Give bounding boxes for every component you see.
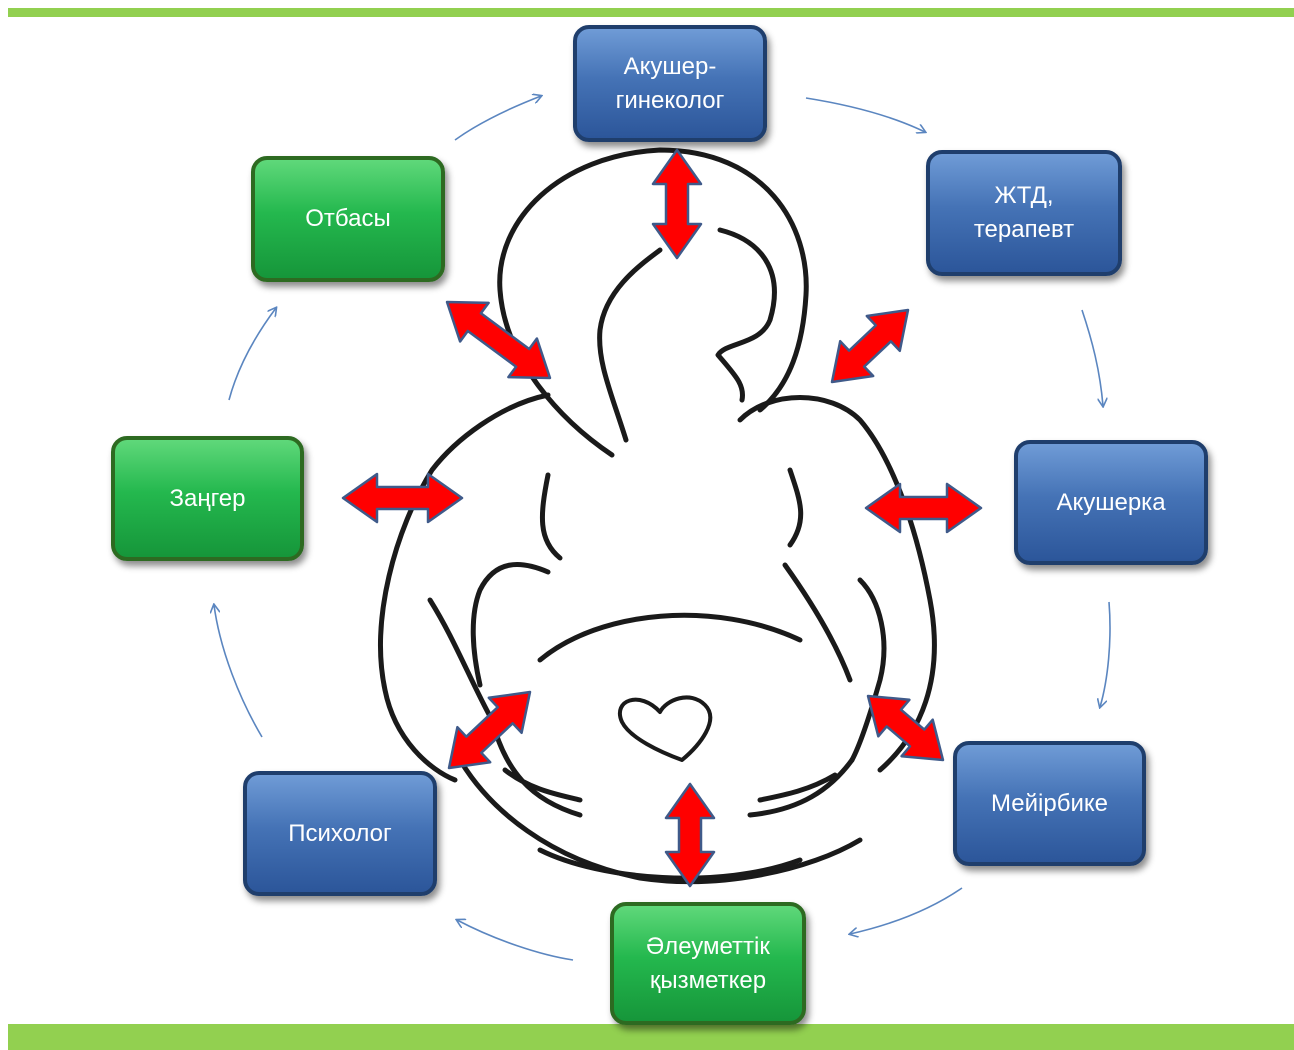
cycle-arrow-5	[457, 920, 574, 961]
right-hand	[747, 757, 855, 818]
node-social-worker-label: Әлеуметтік қызметкер	[646, 932, 770, 994]
face-profile	[597, 247, 663, 443]
cycle-arrow-1	[805, 97, 925, 132]
arrow-obstetrician	[651, 148, 703, 260]
node-obstetrician[interactable]: Акушер- гинеколог	[573, 25, 767, 142]
right-breast	[787, 467, 804, 548]
node-gp-therapist[interactable]: ЖТД, терапевт	[926, 150, 1122, 276]
cycle-arrow-2	[1081, 309, 1103, 406]
hair-outline	[497, 147, 809, 458]
cycle-arrow-7	[228, 308, 276, 401]
pregnant-woman-figure	[378, 147, 937, 885]
left-arm-inner	[470, 562, 551, 688]
arrow-psychologist	[447, 690, 532, 770]
cycle-arrow-6	[214, 605, 263, 738]
left-arm-outer	[427, 597, 495, 723]
left-shoulder	[378, 392, 551, 783]
node-midwife[interactable]: Акушерка	[1014, 440, 1208, 565]
node-psychologist[interactable]: Психолог	[243, 771, 437, 896]
node-nurse-label: Мейірбике	[991, 789, 1108, 817]
node-family[interactable]: Отбасы	[251, 156, 445, 282]
top-accent-bar	[8, 8, 1294, 17]
arrow-lawyer	[341, 472, 464, 524]
arrow-social-worker	[664, 782, 716, 888]
cycle-arrow-8	[454, 96, 541, 141]
left-breast	[539, 472, 563, 561]
bottom-accent-bar	[8, 1024, 1294, 1050]
right-arm-inner	[782, 562, 853, 683]
arrow-gp-therapist	[830, 308, 910, 384]
left-hand	[489, 717, 583, 818]
node-family-label: Отбасы	[305, 205, 391, 232]
cycle-arrow-4	[850, 887, 963, 934]
arrow-family	[445, 300, 552, 380]
belly-line	[537, 612, 803, 663]
cycle-arrows	[214, 96, 1111, 961]
arrow-nurse	[866, 694, 945, 762]
node-obstetrician-label: Акушер- гинеколог	[615, 52, 725, 114]
cycle-arrow-3	[1100, 601, 1111, 707]
neck-line	[715, 227, 777, 403]
arrow-midwife	[864, 482, 983, 534]
node-lawyer[interactable]: Заңгер	[111, 436, 304, 561]
node-nurse[interactable]: Мейірбике	[953, 741, 1146, 866]
node-psychologist-label: Психолог	[288, 819, 392, 847]
right-arm-outer	[849, 577, 887, 763]
node-gp-therapist-label: ЖТД, терапевт	[973, 182, 1075, 243]
node-lawyer-label: Заңгер	[169, 484, 246, 512]
double-arrows	[341, 148, 983, 888]
node-midwife-label: Акушерка	[1056, 488, 1166, 516]
lower-curve	[537, 847, 803, 881]
node-social-worker[interactable]: Әлеуметтік қызметкер	[610, 902, 806, 1025]
heart-icon	[618, 695, 713, 762]
